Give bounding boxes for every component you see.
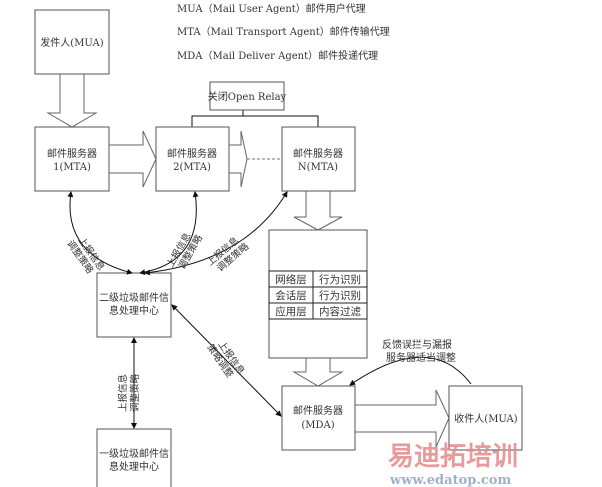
open-relay-label: 关闭Open Relay	[208, 90, 287, 103]
feedback-label-1: 反馈误拦与漏报	[382, 338, 452, 351]
sender-box	[34, 9, 110, 75]
arrow-mda-to-recipient	[355, 389, 450, 448]
primary-center-sublabel: 息处理中心	[109, 460, 159, 473]
sender-label: 发件人(MUA)	[40, 36, 103, 49]
legend-mda: MDA（Mail Deliver Agent）邮件投递代理	[177, 49, 378, 62]
mtan-label: 邮件服务器	[293, 147, 343, 160]
layer-network: 网络层	[275, 273, 307, 286]
mta2-sublabel: 2(MTA)	[173, 162, 211, 173]
label-line-1: 上报信息	[117, 374, 129, 412]
arrow-mtan-to-filter	[293, 190, 343, 231]
method-content-filter: 内容过滤	[319, 305, 361, 318]
legend-mua: MUA（Mail User Agent）邮件用户代理	[177, 2, 366, 15]
legend-mta: MTA（Mail Transport Agent）邮件传输代理	[177, 25, 390, 38]
filter-table: 网络层 行为识别 会话层 行为识别 应用层 内容过滤	[268, 270, 368, 320]
arrow-mta1-secondary	[67, 191, 133, 275]
recipient-label: 收件人(MUA)	[454, 412, 517, 425]
arrow-secondary-mda	[171, 304, 282, 417]
watermark-url: www.edatop.com	[389, 473, 511, 487]
arrow-mtan-secondary	[144, 191, 288, 276]
mda-sublabel: (MDA)	[301, 420, 334, 431]
secondary-center-box	[96, 272, 172, 338]
secondary-center-sublabel: 息处理中心	[109, 304, 159, 317]
mta1-sublabel: 1(MTA)	[53, 162, 91, 173]
primary-center-box	[96, 428, 172, 487]
arrow-mta1-to-mta2	[108, 130, 157, 188]
mta1-box	[34, 126, 110, 192]
label-secondary-mda-edge: 上报信息 策略调整	[204, 339, 247, 380]
method-behavior-2: 行为识别	[319, 289, 361, 302]
arrow-feedback-recipient-mda	[349, 356, 472, 386]
mtan-box	[281, 126, 356, 192]
primary-center-label: 一级垃圾邮件信	[99, 447, 169, 460]
label-secondary-primary-edge: 上报信息 调整策略	[117, 373, 141, 412]
open-relay-box	[209, 81, 285, 111]
arrow-sender-to-mta1	[46, 73, 98, 128]
mta2-label: 邮件服务器	[167, 147, 217, 160]
arrow-filter-to-mda	[292, 357, 344, 387]
arrow-mta2-to-mtan	[229, 130, 248, 188]
layer-session: 会话层	[275, 289, 307, 302]
recipient-box	[448, 385, 523, 451]
feedback-label-2: 服务器适当调整	[386, 351, 456, 364]
filter-box	[268, 229, 368, 359]
mtan-sublabel: N(MTA)	[298, 162, 338, 173]
mda-label: 邮件服务器	[293, 404, 343, 417]
method-behavior-1: 行为识别	[319, 273, 361, 286]
label-mta1-edge: 上报信息 调整策略	[64, 235, 107, 276]
mda-box	[281, 385, 356, 451]
mta1-label: 邮件服务器	[47, 147, 97, 160]
layer-application: 应用层	[275, 305, 307, 318]
label-line-2: 调整策略	[129, 373, 141, 412]
open-relay-bracket	[191, 110, 319, 127]
secondary-center-label: 二级垃圾邮件信	[99, 291, 169, 304]
mta2-box	[155, 126, 230, 192]
label-mta2-edge: 上报信息 调整策略	[164, 231, 205, 272]
watermark-logo: 易迪拓培训	[388, 442, 518, 472]
